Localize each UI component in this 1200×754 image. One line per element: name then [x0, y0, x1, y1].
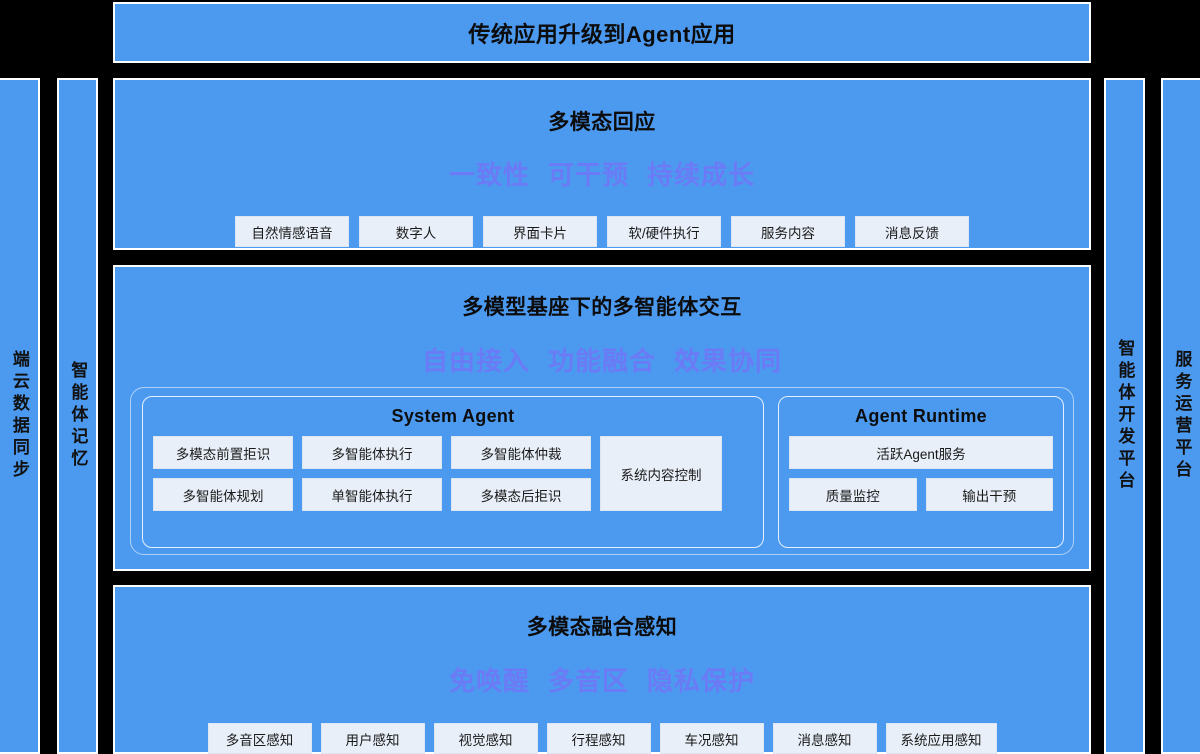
- chip[interactable]: 视觉感知: [433, 723, 538, 754]
- system-agent-grid: 多模态前置拒识 多智能体执行 多智能体仲裁 多智能体规划 单智能体执行 多模态后…: [153, 436, 591, 511]
- side-column-label: 端云数据同步: [9, 350, 29, 482]
- response-chip-row: 自然情感语音 数字人 界面卡片 软/硬件执行 服务内容 消息反馈: [115, 216, 1089, 247]
- side-column-label: 智能体开发平台: [1115, 339, 1135, 493]
- chip[interactable]: 多音区感知: [207, 723, 312, 754]
- panel-keywords: 自由接入功能融合效果协同: [115, 341, 1089, 378]
- keyword: 一致性: [448, 160, 530, 190]
- keyword: 免唤醒: [448, 666, 530, 696]
- agent-runtime-body: 活跃Agent服务 质量监控 输出干预: [789, 436, 1053, 511]
- grid-cell[interactable]: 多模态前置拒识: [153, 436, 293, 469]
- keyword: 自由接入: [421, 346, 530, 376]
- panel-multiagent-interaction: 多模型基座下的多智能体交互 自由接入功能融合效果协同 System Agent …: [113, 265, 1091, 571]
- card-title: System Agent: [391, 406, 515, 426]
- chip[interactable]: 服务内容: [731, 216, 845, 247]
- chip[interactable]: 行程感知: [546, 723, 651, 754]
- keyword: 多音区: [547, 666, 629, 696]
- grid-cell[interactable]: 多智能体执行: [302, 436, 442, 469]
- keyword: 隐私保护: [647, 666, 756, 696]
- panel-keywords: 免唤醒多音区隐私保护: [115, 661, 1089, 698]
- card-agent-runtime: Agent Runtime 活跃Agent服务 质量监控 输出干预: [778, 396, 1064, 548]
- grid-cell[interactable]: 多智能体规划: [153, 478, 293, 511]
- keyword: 可干预: [547, 160, 629, 190]
- chip[interactable]: 自然情感语音: [235, 216, 349, 247]
- side-column-agent-dev-platform[interactable]: 智能体开发平台: [1104, 78, 1145, 754]
- side-column-label: 智能体记忆: [68, 361, 88, 471]
- chip[interactable]: 界面卡片: [483, 216, 597, 247]
- panel-multimodal-response: 多模态回应 一致性可干预持续成长 自然情感语音 数字人 界面卡片 软/硬件执行 …: [113, 78, 1091, 250]
- panel-title: 多模态回应: [548, 111, 656, 134]
- card-title: Agent Runtime: [855, 406, 987, 426]
- chip[interactable]: 系统应用感知: [885, 723, 997, 754]
- side-column-agent-memory[interactable]: 智能体记忆: [57, 78, 98, 754]
- agents-outer-container: System Agent 多模态前置拒识 多智能体执行 多智能体仲裁 多智能体规…: [130, 387, 1074, 555]
- system-agent-body: 多模态前置拒识 多智能体执行 多智能体仲裁 多智能体规划 单智能体执行 多模态后…: [153, 436, 753, 511]
- keyword: 持续成长: [647, 160, 756, 190]
- diagram-banner: 传统应用升级到Agent应用: [113, 2, 1091, 63]
- chip[interactable]: 用户感知: [320, 723, 425, 754]
- agents-inner-container: System Agent 多模态前置拒识 多智能体执行 多智能体仲裁 多智能体规…: [142, 396, 1064, 548]
- grid-cell[interactable]: 单智能体执行: [302, 478, 442, 511]
- grid-cell-system-content-control[interactable]: 系统内容控制: [600, 436, 722, 511]
- perception-chip-row: 多音区感知 用户感知 视觉感知 行程感知 车况感知 消息感知 系统应用感知: [115, 723, 1089, 754]
- grid-cell[interactable]: 多模态后拒识: [451, 478, 591, 511]
- runtime-split-row: 质量监控 输出干预: [789, 478, 1053, 511]
- side-column-device-cloud-data-sync[interactable]: 端云数据同步: [0, 78, 40, 754]
- grid-cell[interactable]: 多智能体仲裁: [451, 436, 591, 469]
- chip[interactable]: 数字人: [359, 216, 473, 247]
- side-column-service-ops-platform[interactable]: 服务运营平台: [1161, 78, 1200, 754]
- panel-title: 多模型基座下的多智能体交互: [462, 296, 742, 319]
- runtime-cell[interactable]: 输出干预: [925, 478, 1053, 511]
- panel-keywords: 一致性可干预持续成长: [115, 155, 1089, 192]
- banner-title: 传统应用升级到Agent应用: [468, 21, 736, 47]
- runtime-cell-active-agent-service[interactable]: 活跃Agent服务: [789, 436, 1053, 469]
- panel-multimodal-perception: 多模态融合感知 免唤醒多音区隐私保护 多音区感知 用户感知 视觉感知 行程感知 …: [113, 585, 1091, 754]
- chip[interactable]: 车况感知: [659, 723, 764, 754]
- side-column-label: 服务运营平台: [1172, 350, 1192, 482]
- keyword: 功能融合: [547, 346, 656, 376]
- chip[interactable]: 消息反馈: [855, 216, 969, 247]
- chip[interactable]: 软/硬件执行: [607, 216, 721, 247]
- keyword: 效果协同: [674, 346, 783, 376]
- runtime-cell[interactable]: 质量监控: [789, 478, 917, 511]
- panel-title: 多模态融合感知: [526, 616, 678, 639]
- chip[interactable]: 消息感知: [772, 723, 877, 754]
- card-system-agent: System Agent 多模态前置拒识 多智能体执行 多智能体仲裁 多智能体规…: [142, 396, 764, 548]
